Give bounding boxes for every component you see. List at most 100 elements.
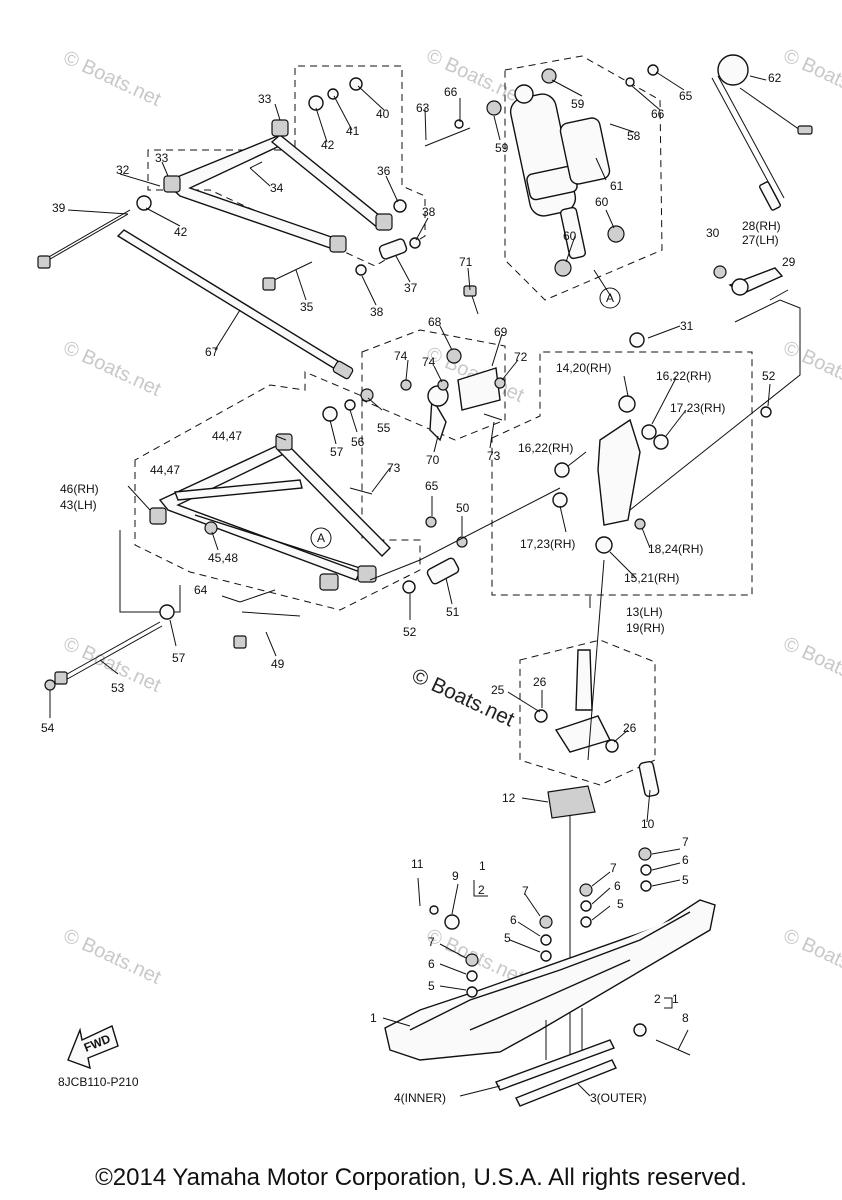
callout-label: 65	[425, 479, 439, 493]
callout-label: 72	[514, 350, 528, 364]
callout-label: 5	[682, 873, 689, 887]
callout-label: 64	[194, 583, 208, 597]
callout-label: 35	[300, 300, 314, 314]
callout-label: 56	[351, 435, 365, 449]
callout-label: 6	[510, 913, 517, 927]
callout-label: 67	[205, 345, 219, 359]
callout-label: 3(OUTER)	[590, 1091, 647, 1105]
callout-label: 15,21(RH)	[624, 571, 679, 585]
callout-label: 31	[680, 319, 694, 333]
callout-label: 4(INNER)	[394, 1091, 446, 1105]
watermark: © Boats.net	[780, 925, 842, 989]
callout-label: 42	[174, 225, 188, 239]
marker-circle	[599, 287, 621, 309]
lower-a-arm	[44, 433, 561, 691]
callout-label: 74	[422, 355, 436, 369]
callout-label: 25	[491, 683, 505, 697]
callout-label: 57	[172, 651, 186, 665]
callout-label: 12	[502, 791, 516, 805]
callout-label: 1	[672, 992, 679, 1006]
callout-label: 54	[41, 721, 55, 735]
callout-label: 7	[428, 935, 435, 949]
callout-label: 18,24(RH)	[648, 542, 703, 556]
callout-label: 62	[768, 71, 782, 85]
callout-label: 65	[679, 89, 693, 103]
callout-label: 17,23(RH)	[670, 401, 725, 415]
callout-label: 66	[651, 107, 665, 121]
callout-label: 42	[321, 138, 335, 152]
callout-label: 59	[571, 97, 585, 111]
watermark: © Boats.net	[423, 45, 528, 109]
callout-label: 57	[330, 445, 344, 459]
reference-markers	[310, 287, 621, 549]
callout-label: 37	[404, 281, 418, 295]
ski-bracket-12	[547, 785, 596, 819]
callout-label: 41	[346, 124, 360, 138]
callout-label: 55	[377, 421, 391, 435]
steering-spindle	[534, 649, 660, 1060]
callout-label: 32	[116, 163, 130, 177]
callout-label: 45,48	[208, 551, 238, 565]
callout-label: 19(RH)	[626, 621, 665, 635]
ski-assembly	[384, 847, 716, 1107]
callout-label: 34	[270, 181, 284, 195]
callout-label: 14,20(RH)	[556, 361, 611, 375]
callout-label: 26	[623, 721, 637, 735]
callout-label: 33	[155, 151, 169, 165]
watermark: © Boats.net	[780, 337, 842, 401]
callout-label: 2	[654, 992, 661, 1006]
callout-label: 61	[610, 179, 624, 193]
callout-label: 73	[487, 449, 501, 463]
callout-label: 6	[428, 957, 435, 971]
callout-label: 16,22(RH)	[656, 369, 711, 383]
callout-label: 11	[411, 857, 424, 871]
callout-label: 5	[504, 931, 511, 945]
callout-label: 59	[495, 141, 509, 155]
callout-label: 74	[394, 349, 408, 363]
callout-label: 16,22(RH)	[518, 441, 573, 455]
callout-label: 49	[271, 657, 285, 671]
callout-label: 30	[706, 226, 720, 240]
callout-label: 28(RH)	[742, 219, 781, 233]
callout-label: 8	[682, 1011, 689, 1025]
callout-label: 38	[370, 305, 384, 319]
watermark: © Boats.net	[780, 633, 842, 697]
callout-label: 5	[428, 979, 435, 993]
callout-label: 44,47	[150, 463, 180, 477]
callout-label: 1	[370, 1011, 377, 1025]
callout-label: 7	[610, 861, 617, 875]
callout-label: 60	[595, 195, 609, 209]
callout-label: 29	[782, 255, 796, 269]
steering-arm	[713, 265, 789, 301]
callout-label: 60	[563, 229, 577, 243]
callout-label: 17,23(RH)	[520, 537, 575, 551]
callout-label: 13(LH)	[626, 605, 663, 619]
callout-label: 6	[614, 879, 621, 893]
leader-lines	[49, 71, 771, 1097]
link-bracket	[322, 285, 506, 495]
callout-label: 51	[446, 605, 460, 619]
callout-label: 46(RH)	[60, 482, 99, 496]
copyright-notice: ©2014 Yamaha Motor Corporation, U.S.A. A…	[95, 1164, 747, 1191]
watermark: © Boats.net	[60, 337, 165, 401]
shaft-67	[116, 229, 354, 380]
group-outlines	[119, 55, 801, 786]
pressure-gauge	[711, 54, 813, 211]
spindle-housing	[552, 332, 772, 554]
callout-label: 58	[627, 129, 641, 143]
callout-label: 26	[533, 675, 547, 689]
callout-label: 33	[258, 92, 272, 106]
callout-label: 50	[456, 501, 470, 515]
callout-label: 66	[444, 85, 458, 99]
callout-label: 9	[452, 869, 459, 883]
callout-label: 52	[762, 369, 776, 383]
callout-label: 5	[617, 897, 624, 911]
callout-label: 1	[479, 859, 486, 873]
upper-a-arm	[37, 77, 421, 291]
marker-circle	[310, 527, 332, 549]
callout-label: A	[606, 291, 614, 305]
callout-label: 36	[377, 164, 391, 178]
callout-label: 38	[422, 205, 436, 219]
callout-label: 68	[428, 315, 442, 329]
